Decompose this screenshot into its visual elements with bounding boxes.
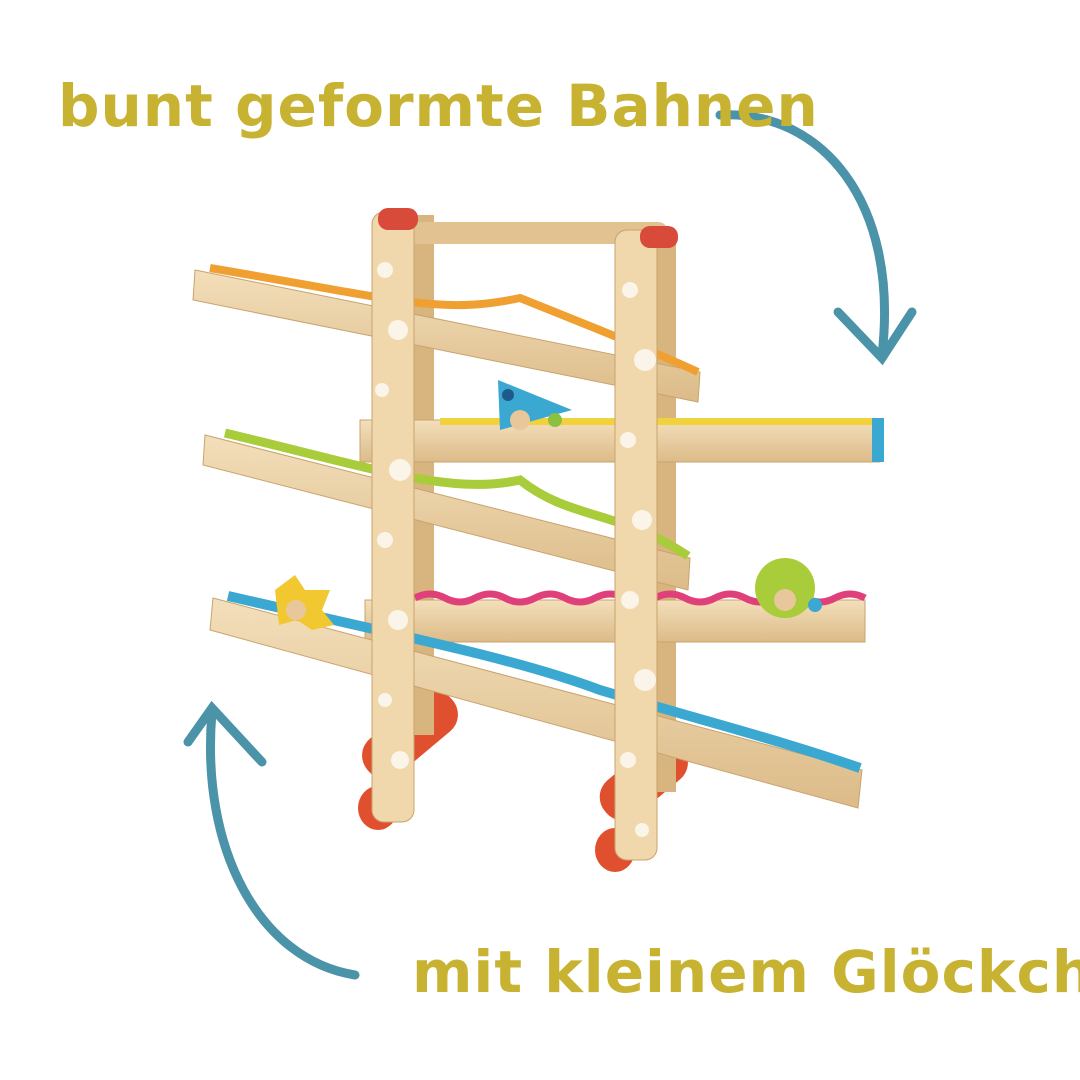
car-gear-green: [755, 558, 822, 618]
arrow-top-right-icon: [715, 110, 917, 366]
arrow-bottom-left-icon: [183, 700, 360, 980]
caption-small-bell: mit kleinem Glöckchen: [412, 938, 1080, 1006]
car-triangle-blue: [498, 380, 572, 430]
caption-colorful-tracks: bunt geformte Bahnen: [58, 72, 819, 140]
car-star-yellow: [275, 575, 334, 630]
toy-front-posts: [371, 208, 678, 861]
